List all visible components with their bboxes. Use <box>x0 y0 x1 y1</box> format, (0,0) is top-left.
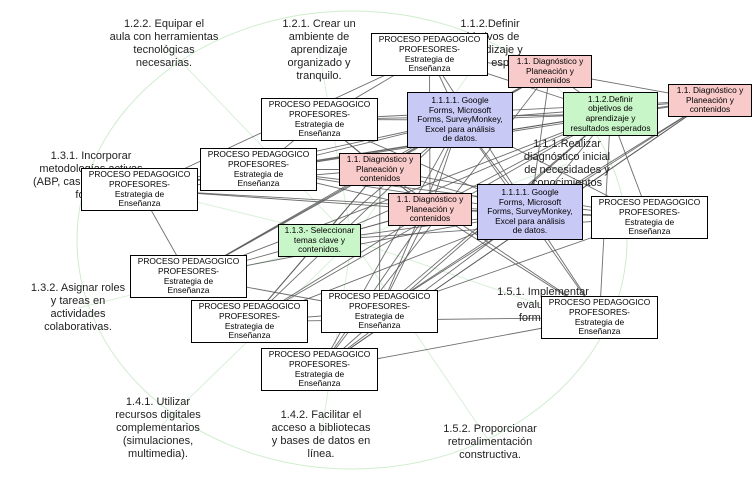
node-proceso-pedagogico[interactable]: PROCESO PEDAGOGICO PROFESORES- Estrategi… <box>261 348 378 391</box>
edge-g1-g2 <box>319 113 611 241</box>
node-proceso-pedagogico[interactable]: PROCESO PEDAGOGICO PROFESORES- Estrategi… <box>371 33 488 76</box>
edge-w10-p3 <box>319 209 431 370</box>
ring-label-1-2-1: 1.2.1. Crear un ambiente de aprendizaje … <box>282 18 356 82</box>
spoke-l151 <box>351 239 544 306</box>
ring-label-1-2-2: 1.2.2. Equipar el aula con herramientas … <box>109 18 219 69</box>
layout-ring <box>76 10 628 470</box>
node-seleccionar-temas[interactable]: 1.1.3.- Seleccionar temas clave y conten… <box>278 224 361 257</box>
ring-label-1-4-2: 1.4.2. Facilitar el acceso a bibliotecas… <box>271 409 371 460</box>
node-definir-objetivos[interactable]: 1.1.2.Definir objetivos de aprendizaje y… <box>563 92 658 136</box>
node-proceso-pedagogico[interactable]: PROCESO PEDAGOGICO PROFESORES- Estrategi… <box>261 98 378 141</box>
node-proceso-pedagogico[interactable]: PROCESO PEDAGOGICO PROFESORES- Estrategi… <box>591 196 708 239</box>
ring-label-1-1-1: 1.1.1.Realizar diagnóstico inicial de ne… <box>523 138 611 189</box>
node-proceso-pedagogico[interactable]: PROCESO PEDAGOGICO PROFESORES- Estrategi… <box>130 255 247 298</box>
node-google-forms[interactable]: 1.1.1.1. Google Forms, Microsoft Forms, … <box>407 92 513 148</box>
ring-label-1-4-1: 1.4.1. Utilizar recursos digitales compl… <box>115 396 201 460</box>
spoke-l122 <box>163 43 353 241</box>
node-diagnostico-planeacion[interactable]: 1.1. Diagnóstico y Planeación y contenid… <box>388 193 472 226</box>
node-proceso-pedagogico[interactable]: PROCESO PEDAGOGICO PROFESORES- Estrategi… <box>191 300 308 343</box>
node-diagnostico-planeacion[interactable]: 1.1. Diagnóstico y Planeación y contenid… <box>508 55 592 88</box>
node-proceso-pedagogico[interactable]: PROCESO PEDAGOGICO PROFESORES- Estrategi… <box>200 148 317 191</box>
ring-label-1-5-2: 1.5.2. Proporcionar retroalimentación co… <box>443 423 537 461</box>
node-diagnostico-planeacion[interactable]: 1.1. Diagnóstico y Planeación y contenid… <box>339 153 421 186</box>
spoke-l142 <box>320 239 353 436</box>
node-proceso-pedagogico[interactable]: PROCESO PEDAGOGICO PROFESORES- Estrategi… <box>541 296 658 339</box>
node-google-forms[interactable]: 1.1.1.1. Google Forms, Microsoft Forms, … <box>477 184 583 240</box>
ring-label-1-3-2: 1.3.2. Asignar roles y tareas en activid… <box>30 282 126 333</box>
edge-w8-b1 <box>249 119 461 322</box>
node-proceso-pedagogico[interactable]: PROCESO PEDAGOGICO PROFESORES- Estrategi… <box>321 290 438 333</box>
spoke-l152 <box>351 239 491 443</box>
node-proceso-pedagogico[interactable]: PROCESO PEDAGOGICO PROFESORES- Estrategi… <box>81 168 198 211</box>
node-diagnostico-planeacion[interactable]: 1.1. Diagnóstico y Planeación y contenid… <box>668 84 752 117</box>
